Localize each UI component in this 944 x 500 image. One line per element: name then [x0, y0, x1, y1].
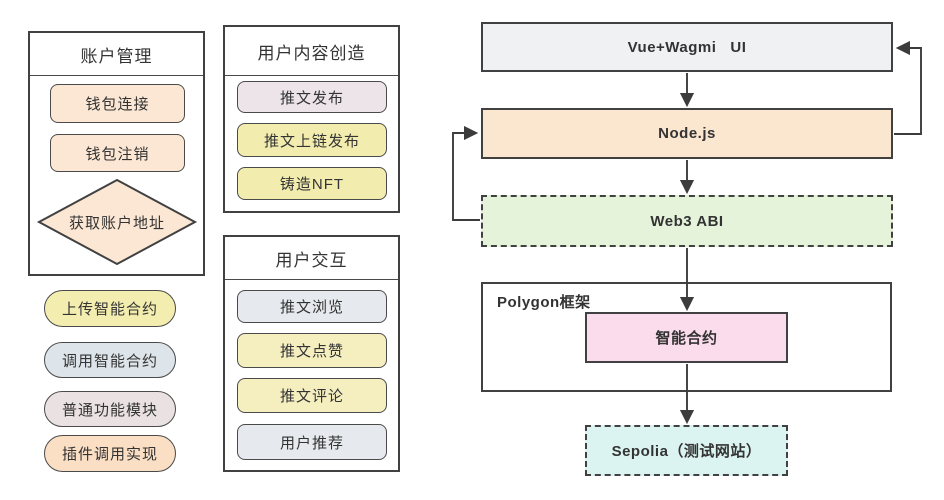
group-title-user-interaction: 用户交互 [225, 237, 398, 280]
flow-node-web3-abi: Web3 ABI [481, 195, 893, 247]
node-user-recommend: 用户推荐 [237, 424, 387, 460]
group-title-user-content-creation: 用户内容创造 [225, 27, 398, 76]
arrow-loop-nodejs-to-vue [894, 40, 922, 135]
legend-normal-function-module: 普通功能模块 [44, 391, 176, 427]
diamond-shape [36, 178, 198, 266]
flow-node-vue-wagmi-ui: Vue+Wagmi UI [481, 22, 893, 72]
group-title-account-management: 账户管理 [30, 33, 203, 76]
flow-node-nodejs: Node.js [481, 108, 893, 159]
node-get-account-address: 获取账户地址 [68, 214, 165, 232]
node-tweet-like: 推文点赞 [237, 333, 387, 368]
flow-label-polygon-frame: Polygon框架 [497, 294, 591, 311]
arrow-loop-web3-to-nodejs [452, 125, 480, 221]
node-tweet-comment: 推文评论 [237, 378, 387, 413]
node-tweet-onchain-publish: 推文上链发布 [237, 123, 387, 157]
legend-plugin-call: 插件调用实现 [44, 435, 176, 472]
legend-call-smart-contract: 调用智能合约 [44, 342, 176, 378]
node-wallet-logout: 钱包注销 [50, 134, 185, 172]
node-tweet-publish: 推文发布 [237, 81, 387, 113]
node-wallet-connect: 钱包连接 [50, 84, 185, 123]
flow-node-sepolia-testnet: Sepolia（测试网站） [585, 425, 788, 476]
node-mint-nft: 铸造NFT [237, 167, 387, 200]
node-tweet-browse: 推文浏览 [237, 290, 387, 323]
legend-upload-smart-contract: 上传智能合约 [44, 290, 176, 327]
flow-node-smart-contract: 智能合约 [585, 312, 788, 363]
